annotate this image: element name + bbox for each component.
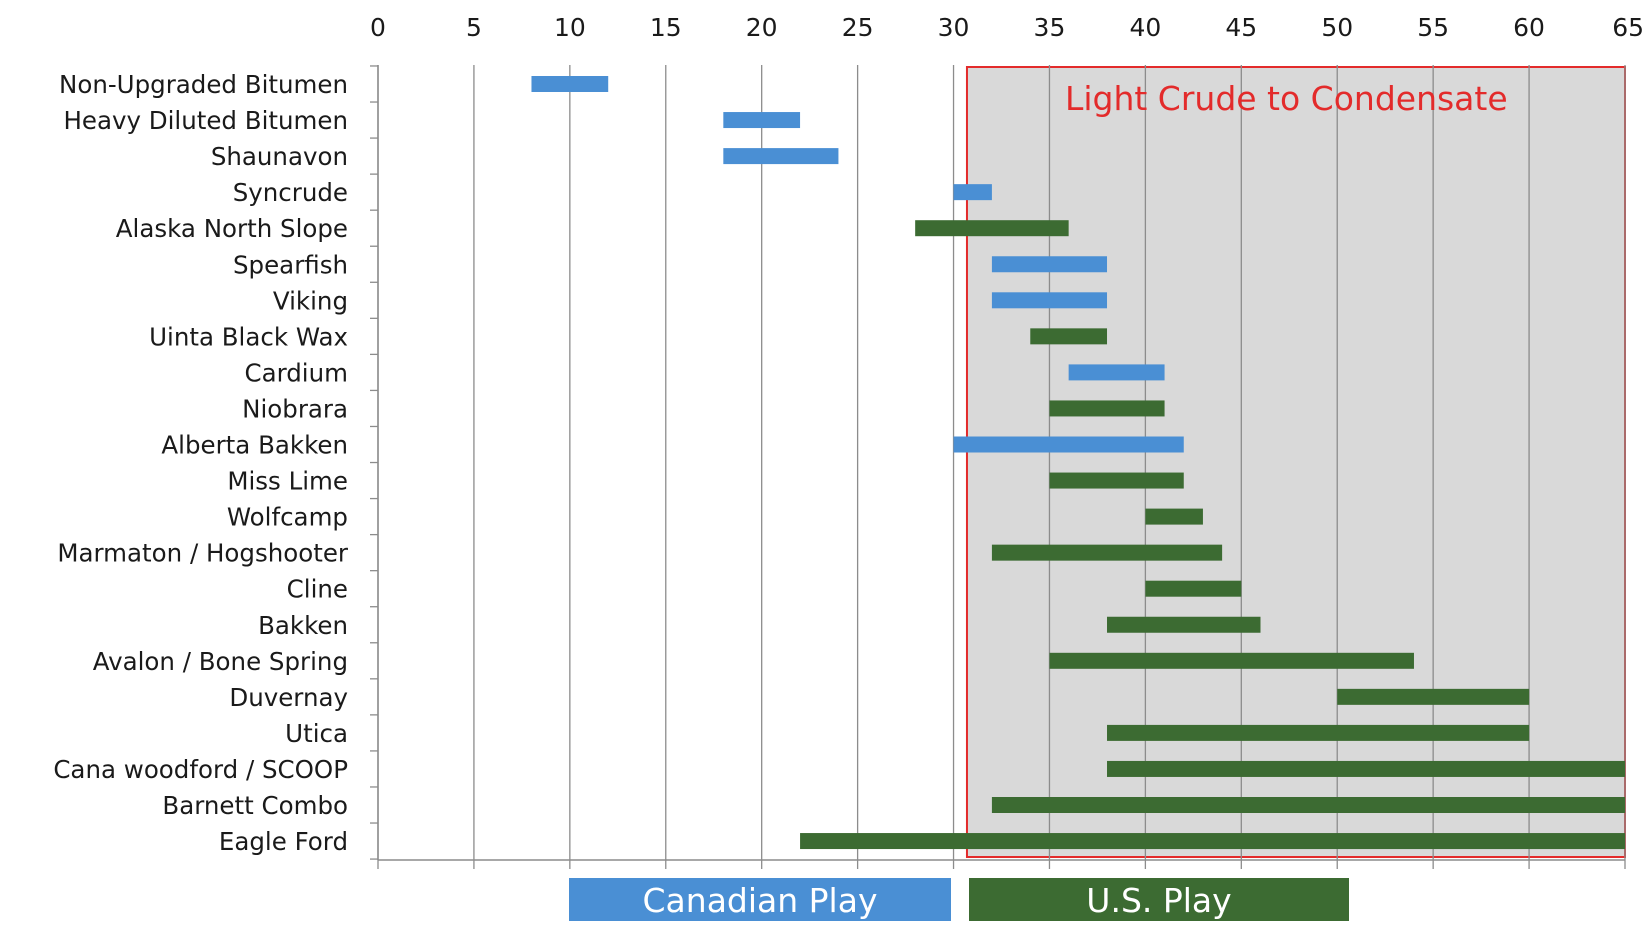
range-bar (800, 833, 1625, 850)
category-label: Marmaton / Hogshooter (57, 539, 349, 568)
x-tick-label: 15 (650, 13, 682, 42)
x-tick-label: 25 (842, 13, 874, 42)
x-tick-label: 60 (1513, 13, 1545, 42)
highlight-region-label: Light Crude to Condensate (1065, 79, 1508, 118)
x-tick-label: 5 (466, 13, 482, 42)
x-tick-label: 30 (938, 13, 970, 42)
x-tick-label: 45 (1225, 13, 1257, 42)
range-bar (991, 797, 1625, 813)
legend-swatch (569, 878, 951, 921)
category-label: Miss Lime (227, 467, 348, 496)
range-bar (723, 148, 839, 165)
category-label: Barnett Combo (162, 791, 348, 820)
category-label: Syncrude (233, 178, 348, 207)
category-label: Alberta Bakken (161, 431, 348, 460)
range-bar (723, 112, 801, 129)
category-label: Shaunavon (211, 142, 348, 171)
range-bar (1145, 580, 1242, 597)
legend-swatch (969, 878, 1349, 921)
category-label: Uinta Black Wax (149, 322, 348, 351)
category-label: Cline (287, 575, 348, 604)
category-label: Bakken (258, 611, 348, 640)
x-tick-label: 40 (1129, 13, 1161, 42)
category-label: Non-Upgraded Bitumen (59, 70, 348, 99)
range-bar (1030, 328, 1108, 345)
x-tick-label: 10 (554, 13, 586, 42)
x-tick-label: 0 (370, 13, 386, 42)
range-bar (1049, 472, 1184, 489)
category-label: Niobrara (242, 394, 348, 423)
range-bar (1068, 364, 1165, 381)
range-bar (953, 184, 992, 201)
range-bar (953, 436, 1184, 453)
range-bar (1107, 616, 1261, 633)
legend-label: Canadian Play (643, 881, 878, 920)
category-label: Utica (285, 719, 348, 748)
x-tick-label: 55 (1417, 13, 1449, 42)
category-label: Heavy Diluted Bitumen (63, 106, 348, 135)
range-bar (1145, 508, 1203, 525)
category-label: Duvernay (229, 683, 348, 712)
range-bar (991, 292, 1108, 309)
range-bar (915, 220, 1069, 237)
range-bar (991, 256, 1108, 273)
x-tick-label: 20 (746, 13, 778, 42)
x-tick-label: 65 (1612, 13, 1644, 42)
category-label: Viking (273, 286, 348, 315)
range-bar (1107, 724, 1530, 741)
x-tick-label: 50 (1321, 13, 1353, 42)
category-label: Cana woodford / SCOOP (53, 755, 348, 784)
category-label: Cardium (244, 358, 348, 387)
x-tick-label: 35 (1034, 13, 1066, 42)
category-label: Alaska North Slope (116, 214, 348, 243)
legend-label: U.S. Play (1086, 881, 1231, 920)
range-bar (1337, 688, 1530, 705)
range-bar (1049, 400, 1165, 417)
category-label: Spearfish (233, 250, 348, 279)
category-label: Avalon / Bone Spring (93, 647, 348, 676)
category-label: Eagle Ford (219, 827, 348, 856)
range-bar (531, 76, 609, 92)
range-bar (991, 544, 1223, 561)
range-bar (1049, 652, 1414, 669)
range-bar (1107, 760, 1625, 777)
category-label: Wolfcamp (227, 503, 348, 532)
